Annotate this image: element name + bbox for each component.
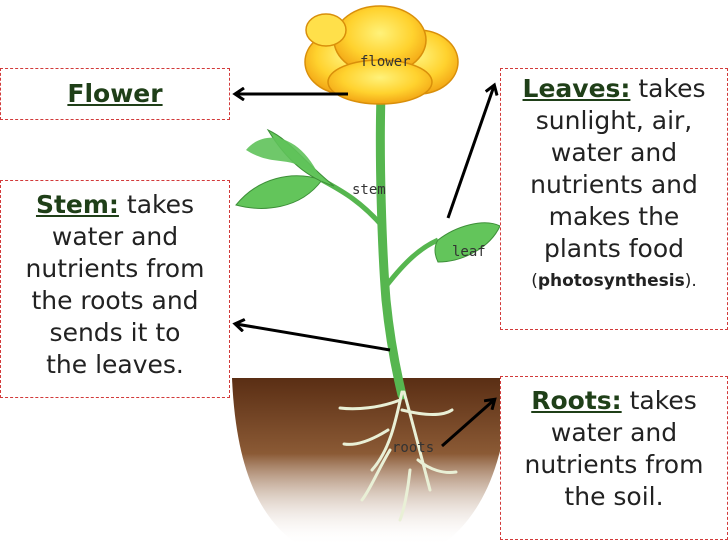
- roots: [338, 390, 458, 522]
- leaf-left: [235, 175, 323, 209]
- leaf-tag: leaf: [452, 244, 486, 260]
- roots-text-1: takes: [629, 386, 697, 415]
- arrow-leaves: [446, 86, 494, 219]
- stem-line-5: sends it to: [49, 318, 181, 347]
- leaves-text-1: takes: [638, 74, 706, 103]
- roots-line-2: water and: [550, 418, 678, 447]
- stem-line-3: nutrients from: [25, 254, 205, 283]
- stem-line-2: water and: [51, 222, 179, 251]
- roots-line-3: nutrients from: [524, 450, 704, 479]
- stem-text-1: takes: [126, 190, 195, 219]
- roots-line-4: the soil.: [564, 482, 664, 511]
- leaves-line-2: sunlight, air,: [535, 106, 693, 135]
- arrow-roots: [441, 400, 494, 448]
- stem-line-4: the roots and: [31, 286, 199, 315]
- flower-label: Flower: [67, 79, 163, 108]
- stem-description-box: Stem: takes water and nutrients from the…: [0, 180, 230, 398]
- roots-line-1: Roots: takes: [501, 385, 727, 417]
- leaves-line-4: nutrients and: [530, 170, 698, 199]
- leaves-line-5: makes the: [548, 202, 680, 231]
- paren-open: (: [531, 271, 538, 291]
- photosynthesis-term: photosynthesis: [537, 271, 685, 291]
- stem-term: Stem:: [35, 190, 119, 219]
- roots-term: Roots:: [531, 386, 622, 415]
- roots-description-box: Roots: takes water and nutrients from th…: [500, 376, 728, 540]
- stem-line-1: Stem: takes: [1, 189, 229, 221]
- arrow-stem: [236, 324, 391, 352]
- roots-tag: roots: [392, 440, 434, 456]
- leaves-line-1: Leaves: takes: [501, 73, 727, 105]
- leaves-line-6: plants food: [543, 234, 684, 263]
- stem-tag: stem: [352, 182, 386, 198]
- leaf-upper-large: [246, 137, 322, 182]
- stem: [375, 90, 407, 400]
- leaves-description-box: Leaves: takes sunlight, air, water and n…: [500, 68, 728, 330]
- flower: [304, 5, 459, 105]
- leaves-line-7: (photosynthesis).: [501, 265, 727, 297]
- leaves-line-3: water and: [550, 138, 678, 167]
- flower-label-box: Flower: [0, 68, 230, 120]
- soil: [232, 378, 510, 546]
- stem-line-6: the leaves.: [46, 350, 184, 379]
- leaves-term: Leaves:: [522, 74, 631, 103]
- paren-close: ).: [684, 271, 697, 291]
- flower-tag: flower: [360, 54, 411, 70]
- leaf-right: [434, 222, 501, 263]
